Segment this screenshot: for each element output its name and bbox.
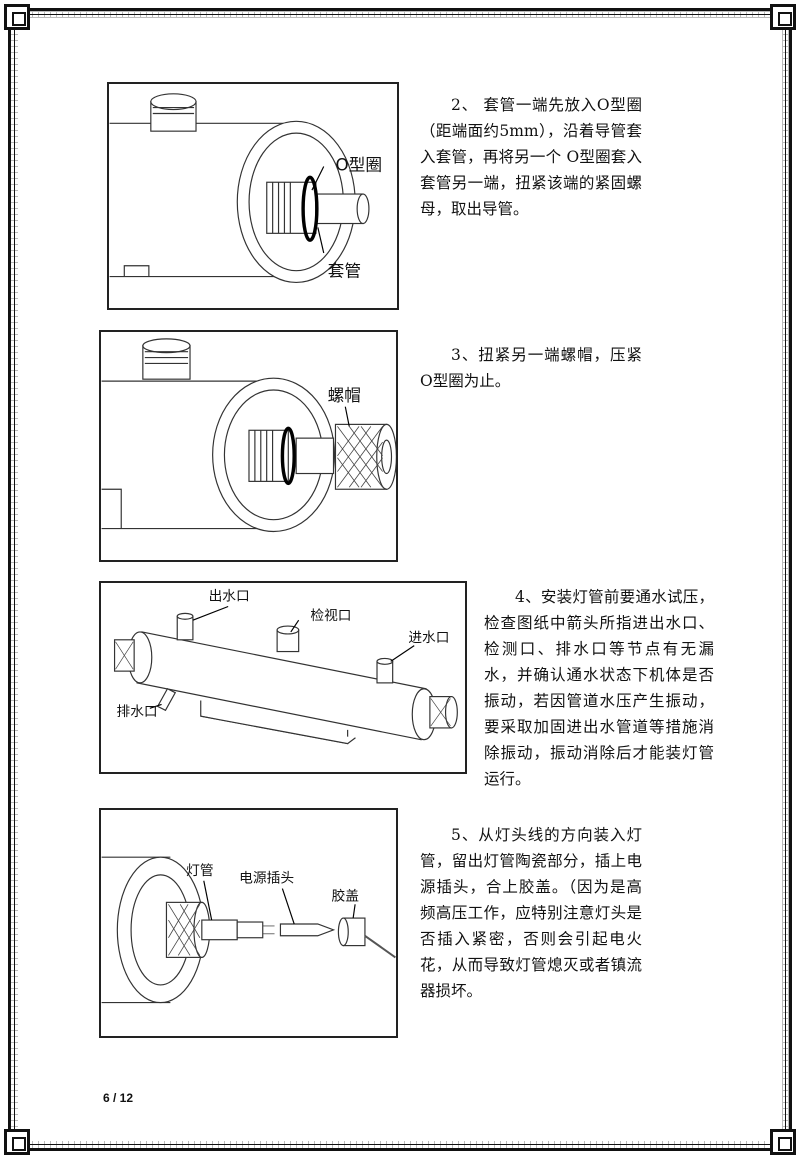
frame-bottom-band bbox=[8, 1141, 792, 1151]
ports-illustration: 出水口 检视口 进水口 排水口 bbox=[113, 589, 458, 745]
frame-top-band bbox=[8, 8, 792, 18]
oring-sleeve-illustration: O型圈 套管 bbox=[109, 93, 383, 284]
label-oring: O型圈 bbox=[336, 154, 383, 174]
frame-left-band bbox=[8, 8, 18, 1151]
nut-illustration: 螺帽 bbox=[101, 338, 396, 533]
label-nut: 螺帽 bbox=[328, 385, 361, 405]
corner-ornament-bottom-left bbox=[4, 1129, 30, 1155]
label-inspection-port: 检视口 bbox=[310, 608, 351, 624]
step-4-text: 4、安装灯管前要通水试压，检查图纸中箭头所指进出水口、检测口、排水口等节点有无漏… bbox=[484, 588, 714, 788]
step-3-text: 3、扭紧另一端螺帽，压紧O型圈为止。 bbox=[420, 346, 642, 390]
frame-right-band bbox=[782, 8, 792, 1151]
corner-ornament-top-left bbox=[4, 4, 30, 30]
label-rubber-cap: 胶盖 bbox=[332, 887, 360, 904]
figure-nut: 螺帽 bbox=[99, 330, 398, 562]
label-lamp: 灯管 bbox=[186, 863, 214, 879]
figure-lamp-install: 灯管 电源插头 胶盖 bbox=[99, 808, 398, 1038]
lamp-install-illustration: 灯管 电源插头 胶盖 bbox=[101, 856, 396, 1004]
step-2-text: 2、 套管一端先放入O型圈（距端面约5mm），沿着导管套入套管，再将另一个 O型… bbox=[420, 96, 642, 218]
frame-outer-border bbox=[8, 8, 792, 1151]
figure-ports: 出水口 检视口 进水口 排水口 bbox=[99, 581, 467, 774]
label-sleeve: 套管 bbox=[328, 261, 361, 281]
corner-ornament-bottom-right bbox=[770, 1129, 796, 1155]
label-inlet: 进水口 bbox=[408, 630, 449, 646]
frame-inner-border bbox=[14, 14, 786, 1145]
figure-oring-sleeve: O型圈 套管 bbox=[107, 82, 399, 310]
page-number: 6 / 12 bbox=[103, 1091, 134, 1105]
label-outlet: 出水口 bbox=[209, 589, 250, 605]
corner-ornament-top-right bbox=[770, 4, 796, 30]
label-power-plug: 电源插头 bbox=[239, 871, 294, 887]
step-5-text: 5、从灯头线的方向装入灯管，留出灯管陶瓷部分，插上电源插头，合上胶盖。（因为是高… bbox=[420, 826, 642, 1000]
label-drain: 排水口 bbox=[117, 704, 158, 720]
